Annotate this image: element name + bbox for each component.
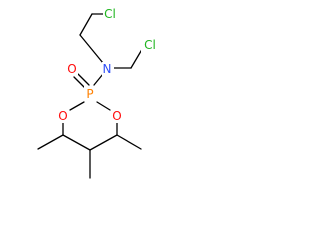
bond-p-o-double-1	[73, 76, 86, 89]
atom-o-ring-right: O	[111, 109, 123, 123]
atom-label-cl-right: Cl	[144, 38, 156, 52]
bond-p-o-ring-left	[69, 101, 85, 111]
atom-labels: Cl Cl O N P O	[57, 7, 157, 123]
atom-label-o-ring-left: O	[58, 109, 67, 123]
bond-p-o-double-2	[77, 73, 90, 86]
atom-label-p: P	[86, 87, 93, 101]
bonds	[37, 13, 145, 179]
bond-p-n	[93, 73, 104, 86]
molecule-diagram: Cl Cl O N P O	[0, 0, 182, 187]
bond-c-left-c-mid	[62, 134, 91, 151]
bond-c-right-c-mid	[89, 134, 118, 151]
atom-n: N	[102, 62, 114, 76]
atom-p: P	[84, 86, 96, 101]
structure-svg: Cl Cl O N P O	[37, 7, 157, 179]
atom-o-double: O	[66, 62, 78, 76]
bond-methyl-right	[116, 134, 142, 150]
bond-n-c1	[79, 34, 104, 64]
atom-label-o-ring-right: O	[112, 109, 121, 123]
atom-label-n: N	[103, 62, 112, 76]
atom-cl-right: Cl	[141, 38, 157, 53]
bond-p-o-ring-right	[96, 101, 111, 111]
atom-label-cl-left: Cl	[104, 7, 116, 21]
bond-methyl-left	[37, 134, 64, 150]
atom-label-o-double: O	[67, 62, 76, 76]
atom-o-ring-left: O	[57, 109, 69, 123]
atom-cl-left: Cl	[103, 7, 119, 22]
bond-c1-c2	[79, 13, 93, 36]
